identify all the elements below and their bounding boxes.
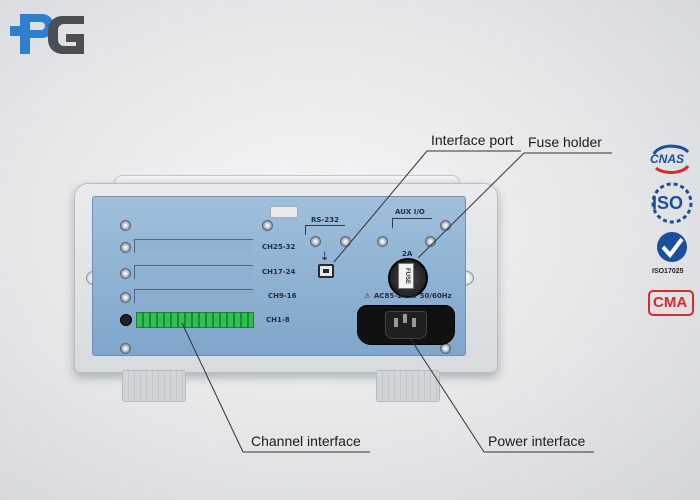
callout-leader-fuse-holder xyxy=(417,152,525,259)
screw-icon xyxy=(120,242,131,253)
iso-label: ISO xyxy=(652,193,684,213)
label-ch25-32: CH25-32 xyxy=(262,243,296,251)
iso17025-label: ISO17025 xyxy=(652,268,684,275)
label-aux-io: AUX I/O xyxy=(395,208,425,216)
power-socket-inlet xyxy=(385,311,427,339)
checkmark-seal-icon xyxy=(657,232,687,262)
screw-icon xyxy=(120,220,131,231)
callout-leader-power-interface xyxy=(409,337,485,453)
cnas-icon xyxy=(652,144,690,175)
usb-icon: ⇣ xyxy=(320,250,330,263)
iso-globe-icon xyxy=(651,182,693,224)
callout-channel-interface: Channel interface xyxy=(251,433,361,449)
callout-power-interface: Power interface xyxy=(488,433,586,449)
label-ac-rating: AC85-265V 50/60Hz xyxy=(374,292,452,300)
power-pin xyxy=(403,314,407,323)
pg-logo-icon xyxy=(10,14,84,54)
company-logo xyxy=(6,8,90,60)
bracket-line xyxy=(392,218,393,228)
screw-icon xyxy=(120,268,131,279)
screw-icon xyxy=(340,236,351,247)
bracket-line xyxy=(305,225,345,226)
power-pin xyxy=(394,318,398,327)
iso-badge: ISO xyxy=(650,182,694,224)
bracket-line xyxy=(305,225,306,235)
cma-label: CMA xyxy=(653,294,688,311)
cnas-label: CNAS xyxy=(650,152,685,166)
label-ch17-24: CH17-24 xyxy=(262,268,296,276)
channel-slot-17-24 xyxy=(134,265,253,279)
callout-leader-channel-interface xyxy=(181,322,244,453)
label-fuse-rating: 2A xyxy=(402,250,413,258)
cnas-badge: CNAS xyxy=(648,142,694,176)
channel-slot-25-32 xyxy=(134,239,253,253)
label-rs232: RS-232 xyxy=(311,216,339,224)
cma-badge: CMA xyxy=(648,290,694,316)
fuse-cap: FUSE xyxy=(398,263,414,289)
warning-icon: ⚠ xyxy=(364,292,371,300)
bracket-line xyxy=(392,218,432,219)
usb-port xyxy=(318,264,334,278)
callout-interface-port: Interface port xyxy=(431,132,514,148)
channel-terminal-block xyxy=(136,312,254,328)
callout-fuse-holder: Fuse holder xyxy=(528,134,602,150)
device-foot-left xyxy=(122,370,186,402)
power-pin xyxy=(412,318,416,327)
screw-icon xyxy=(262,220,273,231)
screw-icon xyxy=(310,236,321,247)
screw-icon xyxy=(377,236,388,247)
cma-icon xyxy=(648,290,694,316)
screw-icon xyxy=(120,343,131,354)
screw-icon xyxy=(425,236,436,247)
panel-tab xyxy=(270,206,298,218)
label-ch1-8: CH1-8 xyxy=(266,316,290,324)
device-foot-right xyxy=(376,370,440,402)
iso17025-badge: ISO17025 xyxy=(650,230,694,280)
channel-jack xyxy=(120,314,132,326)
callout-leader-interface-port xyxy=(333,150,428,263)
channel-slot-9-16 xyxy=(134,289,253,303)
screw-icon xyxy=(120,292,131,303)
label-ch9-16: CH9-16 xyxy=(268,292,297,300)
